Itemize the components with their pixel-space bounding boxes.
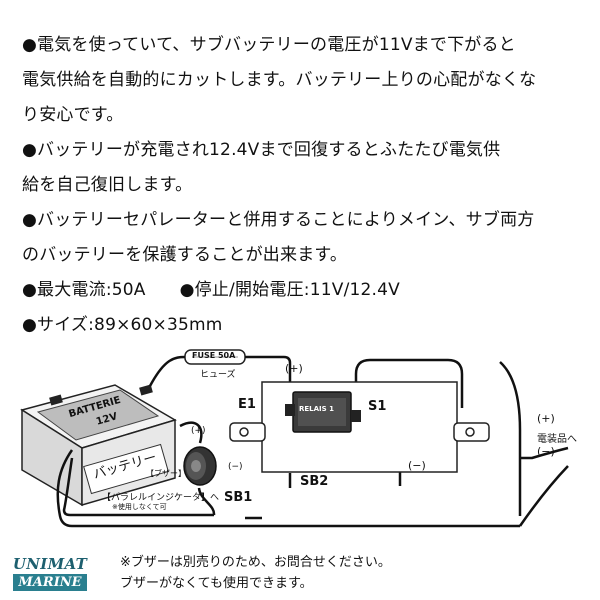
- spec-max-current: ●最大電流:50A: [22, 280, 146, 300]
- wiring-diagram-graphic: [20, 349, 569, 528]
- relay-module: [229, 381, 490, 473]
- spec-size: ●サイズ:89×60×35mm: [22, 315, 223, 335]
- right-minus-label: (−): [537, 445, 555, 458]
- center-minus-label: (−): [408, 459, 426, 472]
- feature-description: ●電気を使っていて、サブバッテリーの電圧が11Vまで下がると 電気供給を自動的に…: [22, 28, 582, 343]
- feature-line: 給を自己復旧します。: [22, 175, 193, 195]
- spec-line: ●最大電流:50A ●停止/開始電圧:11V/12.4V: [22, 273, 582, 308]
- unimat-marine-logo: UNIMAT MARINE: [12, 553, 88, 593]
- feature-line: ●バッテリーセパレーターと併用することによりメイン、サブ両方: [22, 210, 535, 230]
- logo-top-text: UNIMAT: [12, 555, 88, 573]
- buzzer-plus-label: (+): [191, 426, 206, 436]
- battery-icon: [20, 384, 177, 507]
- logo-bottom-text: MARINE: [13, 574, 87, 591]
- feature-line: り安心です。: [22, 105, 124, 125]
- spec-cutoff-voltage: ●停止/開始電圧:11V/12.4V: [179, 280, 400, 300]
- fuse-caption: ヒューズ: [200, 370, 236, 380]
- terminal-s1: S1: [368, 399, 387, 414]
- feature-line: 電気供給を自動的にカットします。バッテリー上りの心配がなくな: [22, 70, 537, 90]
- buzzer-icon: [183, 446, 217, 486]
- terminal-sb1: SB1: [224, 490, 253, 505]
- right-plus-label: (+): [537, 412, 555, 425]
- feature-line: のバッテリーを保護することが出来ます。: [22, 245, 348, 265]
- terminal-sb2: SB2: [300, 474, 329, 489]
- buzzer-note-line1: ※ブザーは別売りのため、お問合せください。: [120, 555, 391, 570]
- feature-line: ●電気を使っていて、サブバッテリーの電圧が11Vまで下がると: [22, 35, 516, 55]
- buzzer-label: 【ブザー】: [146, 469, 186, 478]
- terminal-e1: E1: [238, 397, 256, 412]
- feature-line: ●バッテリーが充電され12.4Vまで回復するとふたたび電気供: [22, 140, 501, 160]
- indicator-label: 【パラレルインジケータ】へ: [102, 493, 220, 503]
- relay-label: RELAIS 1: [299, 405, 335, 413]
- buzzer-minus-label: (−): [228, 462, 243, 472]
- wiring-diagram: BATTERIE 12V バッテリー FUSE 50A ヒューズ RELAIS …: [0, 340, 600, 545]
- fuse-label: FUSE 50A: [192, 351, 236, 360]
- indicator-note: ※使用しなくて可: [112, 503, 167, 511]
- buzzer-note-line2: ブザーがなくても使用できます。: [120, 576, 313, 591]
- wires: [56, 355, 569, 528]
- plus-top-label: (+): [285, 362, 303, 375]
- appliance-label: 電装品へ: [537, 434, 577, 445]
- footer: UNIMAT MARINE ※ブザーは別売りのため、お問合せください。 ブザーが…: [0, 545, 600, 600]
